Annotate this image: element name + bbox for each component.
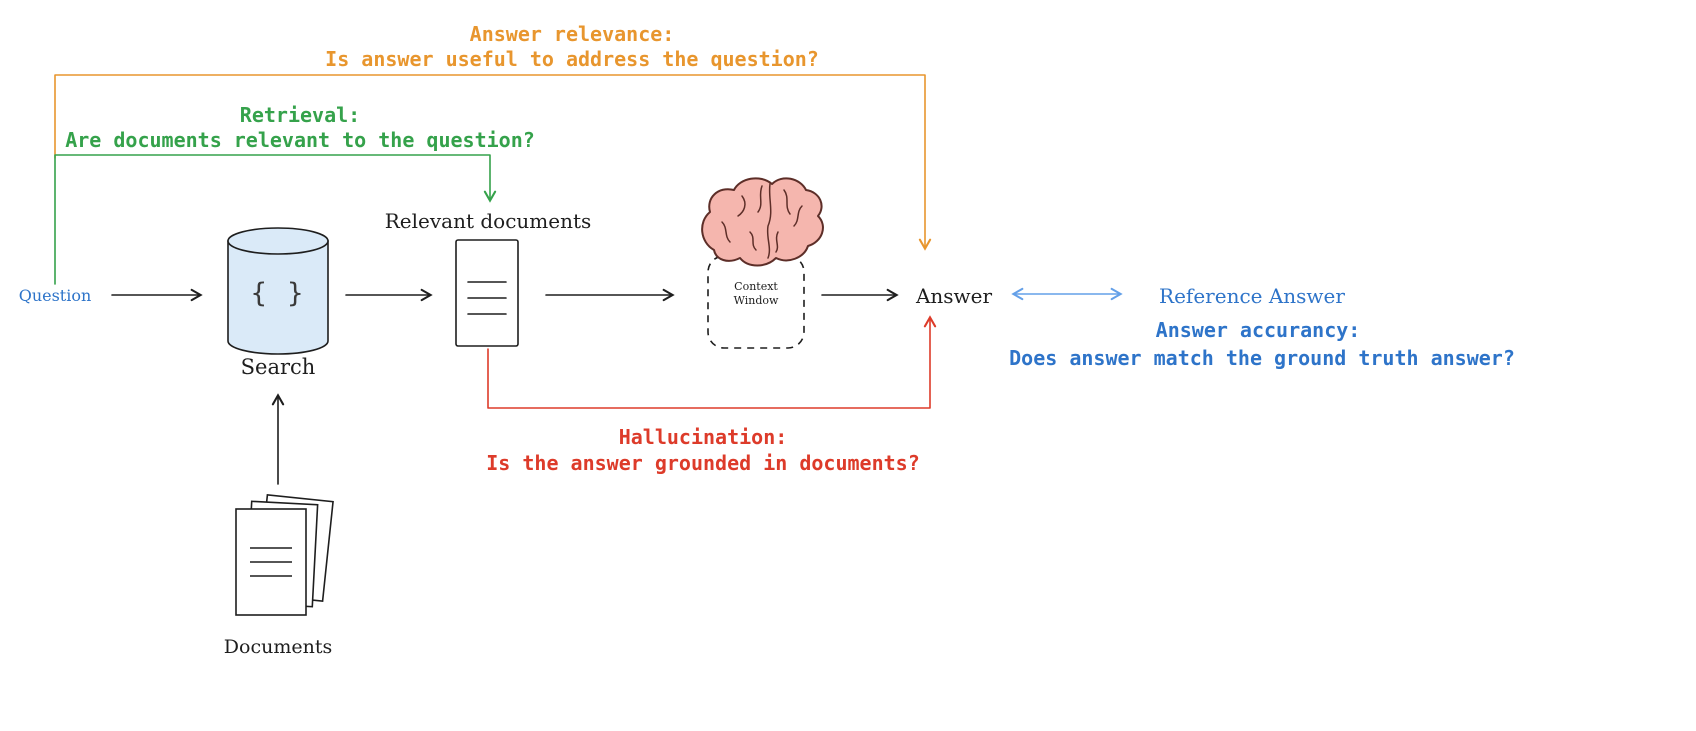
context-window-label-line1: Context <box>734 280 778 293</box>
answer-accuracy-question: Does answer match the ground truth answe… <box>1009 346 1515 370</box>
answer-accuracy-title: Answer accurancy: <box>1155 318 1361 342</box>
question-label: Question <box>18 286 92 305</box>
hallucination-arrow <box>487 315 937 409</box>
brain-icon <box>701 177 824 267</box>
hallucination-question: Is the answer grounded in documents? <box>486 451 920 475</box>
answer-relevance-question: Is answer useful to address the question… <box>325 47 819 71</box>
documents-stack-icon <box>235 493 334 616</box>
answer-relevance-title: Answer relevance: <box>469 22 675 46</box>
relevant-documents-label: Relevant documents <box>384 209 592 233</box>
answer-relevance-arrow <box>54 74 932 251</box>
retrieval-title: Retrieval: <box>239 103 361 127</box>
document-icon <box>455 239 519 347</box>
hallucination-title: Hallucination: <box>618 425 788 449</box>
search-database-icon <box>227 227 329 355</box>
retrieval-question: Are documents relevant to the question? <box>65 128 535 152</box>
search-braces-glyph: { } <box>250 278 306 309</box>
context-window-label-line2: Window <box>733 294 779 307</box>
reference-answer-label: Reference Answer <box>1159 284 1345 308</box>
answer-label: Answer <box>915 284 993 308</box>
retrieval-arrow <box>54 154 497 285</box>
search-label: Search <box>240 355 316 379</box>
documents-label: Documents <box>223 636 333 658</box>
